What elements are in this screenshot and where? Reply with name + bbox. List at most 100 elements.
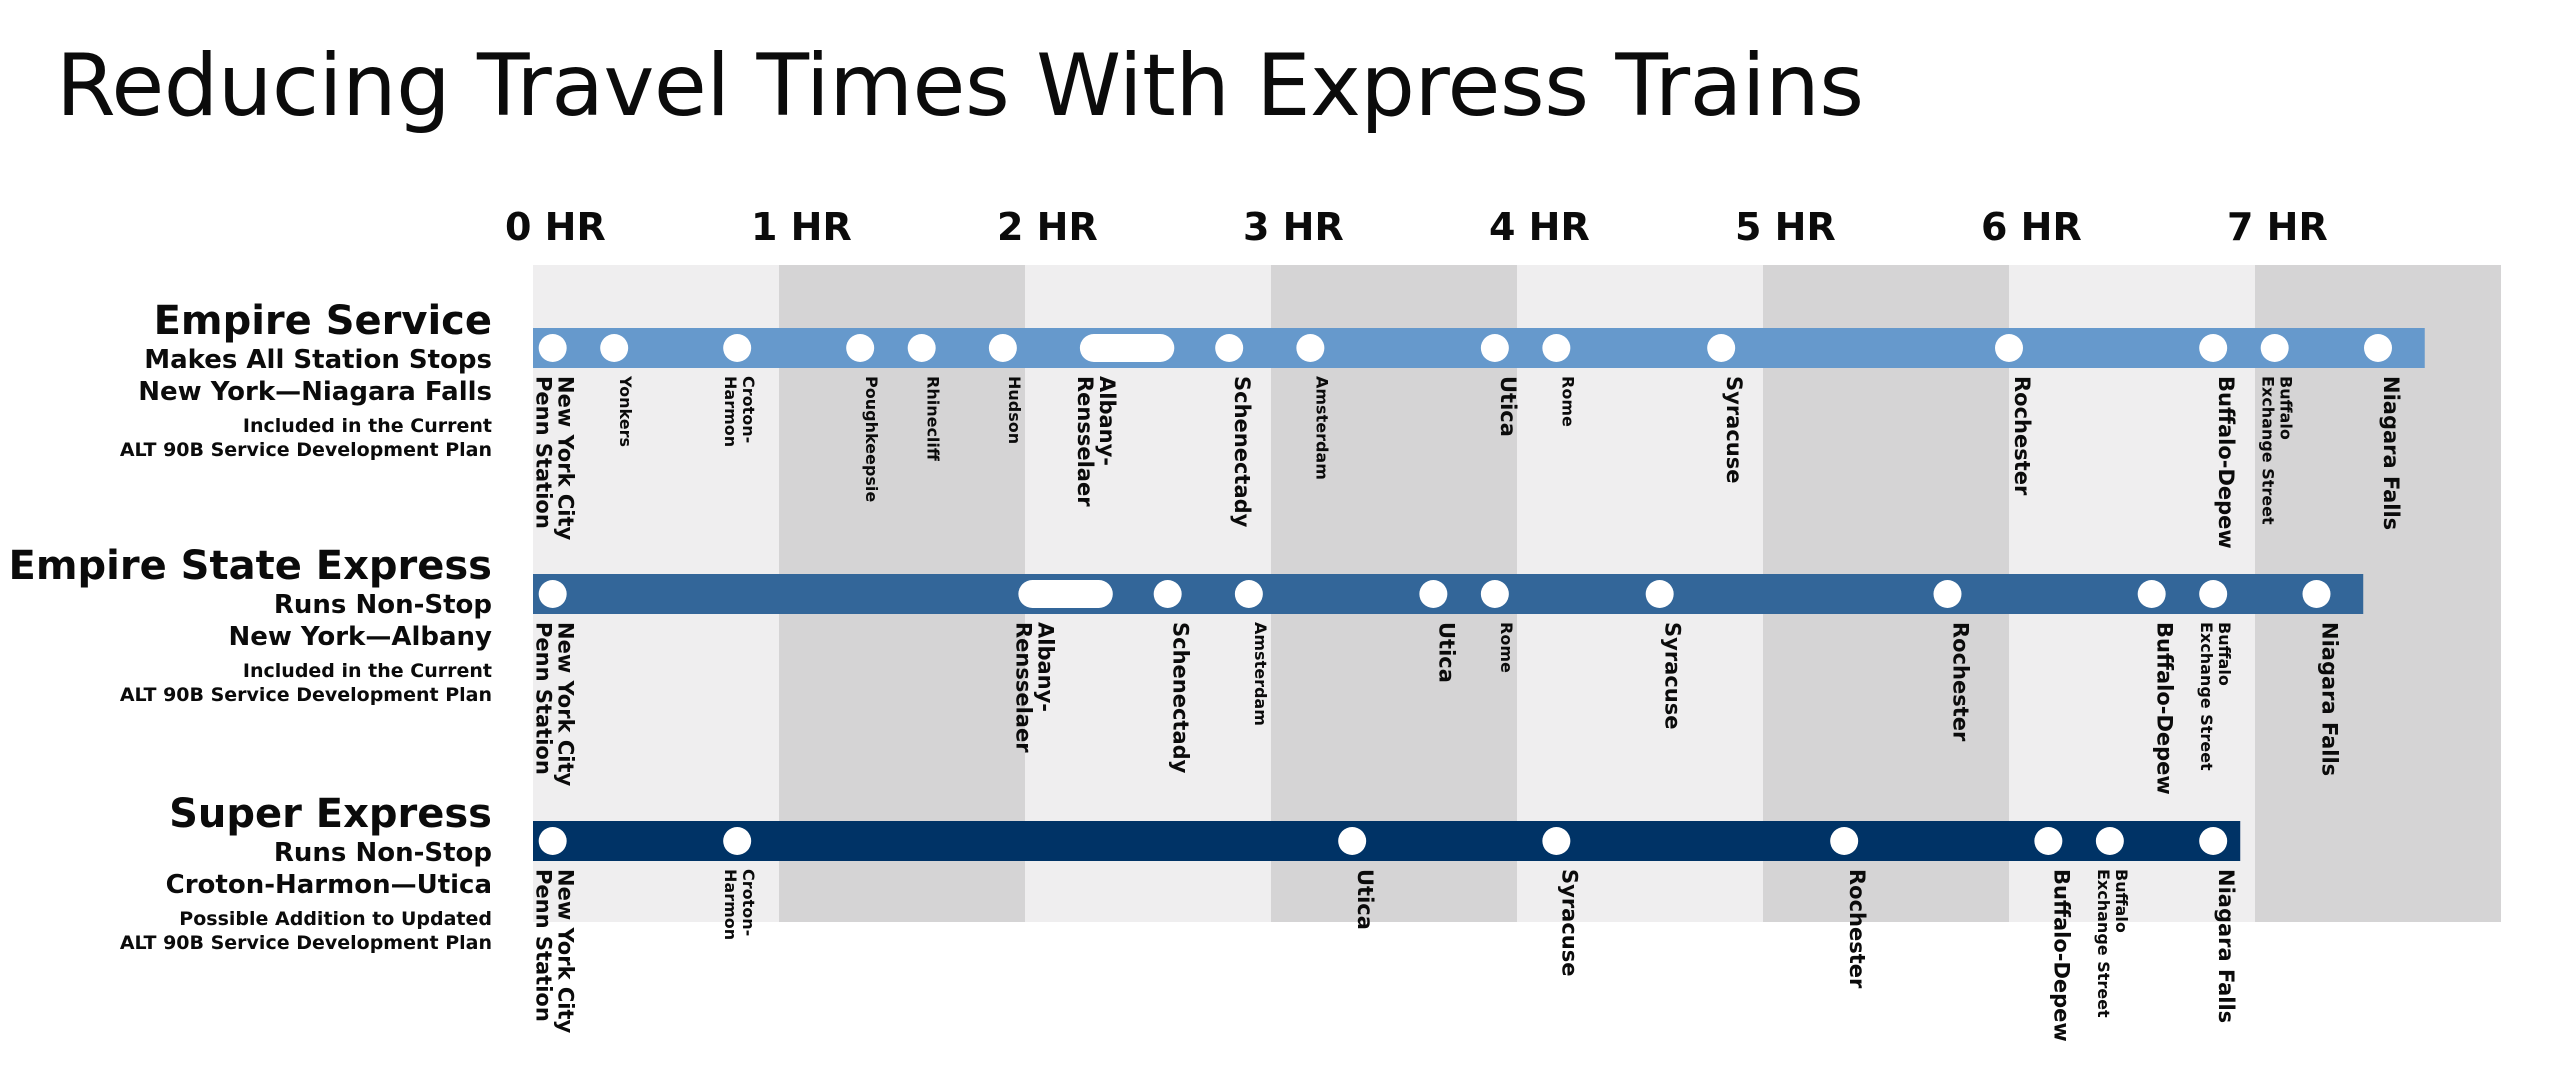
station-label: Amsterdam — [1312, 376, 1331, 480]
station-label: Buffalo-Depew — [2153, 622, 2177, 795]
station-label-line: New York City — [554, 622, 578, 787]
station-stop-marker — [1419, 580, 1448, 608]
station-stop-marker — [723, 334, 752, 362]
station-stop-marker — [2137, 580, 2166, 608]
axis-tick-label: 6 HR — [1981, 205, 2082, 249]
station-label: Rome — [1497, 622, 1516, 673]
station-label: Niagara Falls — [2318, 622, 2342, 776]
route-bar — [533, 328, 2425, 368]
station-label-line: Rensselaer — [1011, 622, 1035, 753]
station-label: Syracuse — [1557, 869, 1581, 976]
station-label-line: New York City — [554, 869, 578, 1034]
route-bar — [533, 574, 2364, 614]
route-bar — [533, 821, 2241, 861]
station-label-line: Rome — [1497, 622, 1516, 673]
station-label-line: Rochester — [1845, 869, 1869, 989]
axis-tick-label: 2 HR — [997, 205, 1098, 249]
station-label-line: Yonkers — [616, 375, 635, 447]
station-stop-marker — [2199, 827, 2228, 855]
station-label-line: Croton- — [739, 869, 758, 936]
station-label-line: Syracuse — [1722, 376, 1746, 483]
station-label-line: Rochester — [2010, 376, 2034, 496]
route-empire-state-express: New York CityPenn Station Albany-Renssela… — [532, 574, 2364, 795]
station-stop-marker — [1542, 827, 1571, 855]
station-stop-marker — [1234, 580, 1263, 608]
station-stop-marker — [1153, 580, 1182, 608]
axis-tick-label: 4 HR — [1489, 205, 1590, 249]
station-label-line: Harmon — [721, 376, 740, 447]
station-stop-marker — [2034, 827, 2063, 855]
axis-tick-label: 3 HR — [1243, 205, 1344, 249]
station-stop-marker — [1079, 334, 1175, 362]
station-label: Utica — [1434, 622, 1458, 683]
station-stop-marker — [1933, 580, 1962, 608]
station-label-line: Exchange Street — [2094, 869, 2113, 1018]
route-name: Super Express — [169, 791, 492, 837]
station-stop-marker — [723, 827, 752, 855]
station-label: Syracuse — [1661, 622, 1685, 729]
route-plan-line: Included in the Current — [242, 660, 492, 682]
station-stop-marker — [538, 580, 567, 608]
station-label-line: Rhinecliff — [924, 376, 943, 462]
station-stop-marker — [538, 334, 567, 362]
station-label: Croton-Harmon — [721, 376, 758, 447]
station-label: BuffaloExchange Street — [2197, 622, 2234, 771]
station-label-line: Syracuse — [1661, 622, 1685, 729]
station-label-line: Penn Station — [532, 869, 556, 1022]
station-stop-marker — [1296, 334, 1325, 362]
station-label: Poughkeepsie — [862, 376, 881, 502]
station-label: Yonkers — [616, 375, 635, 447]
station-stop-marker — [600, 334, 629, 362]
route-description: Runs Non-Stop — [273, 838, 492, 868]
station-label: New York CityPenn Station — [532, 376, 578, 541]
station-label-line: Schenectady — [1230, 376, 1254, 528]
station-stop-marker — [1018, 580, 1113, 608]
page-title: Reducing Travel Times With Express Train… — [56, 36, 1864, 136]
route-name: Empire Service — [153, 298, 492, 344]
station-stop-marker — [2364, 334, 2392, 362]
station-label-line: Amsterdam — [1312, 376, 1331, 480]
station-stop-marker — [1645, 580, 1674, 608]
station-label: Albany-Rensselaer — [1011, 622, 1057, 753]
station-label-line: Penn Station — [532, 376, 556, 529]
station-stop-marker — [1480, 580, 1509, 608]
route-plan-line: Included in the Current — [242, 415, 492, 437]
station-label-line: Penn Station — [532, 622, 556, 775]
station-label: Syracuse — [1722, 376, 1746, 483]
station-label-line: Exchange Street — [2259, 376, 2278, 525]
route-plan-line: ALT 90B Service Development Plan — [119, 439, 492, 461]
station-label: Utica — [1496, 376, 1520, 437]
route-empire-service: New York CityPenn Station Yonkers Croton-H… — [532, 328, 2425, 549]
station-label-line: Buffalo — [2215, 622, 2234, 686]
station-label: Rochester — [1949, 622, 1973, 742]
station-stop-marker — [988, 334, 1017, 362]
station-label-line: Utica — [1496, 376, 1520, 437]
station-stop-marker — [907, 334, 936, 362]
route-super-express: New York CityPenn Station Croton-Harmon Ut… — [532, 821, 2241, 1042]
station-stop-marker — [2199, 334, 2228, 362]
station-stop-marker — [2095, 827, 2124, 855]
station-stop-marker — [2302, 580, 2331, 608]
station-label-line: New York City — [554, 376, 578, 541]
station-label-line: Rensselaer — [1073, 376, 1097, 507]
station-label: Schenectady — [1169, 622, 1193, 774]
axis-tick-label: 7 HR — [2227, 205, 2328, 249]
station-label-line: Croton- — [739, 376, 758, 443]
station-label-line: Rome — [1558, 376, 1577, 427]
station-label: Croton-Harmon — [721, 869, 758, 940]
station-label: Amsterdam — [1251, 622, 1270, 726]
station-stop-marker — [1830, 827, 1859, 855]
station-stop-marker — [538, 827, 567, 855]
route-description: New York—Albany — [228, 622, 492, 652]
station-label: BuffaloExchange Street — [2094, 869, 2131, 1018]
station-label-line: Albany- — [1095, 376, 1119, 466]
station-label: New York CityPenn Station — [532, 622, 578, 787]
station-label-line: Utica — [1353, 869, 1377, 930]
